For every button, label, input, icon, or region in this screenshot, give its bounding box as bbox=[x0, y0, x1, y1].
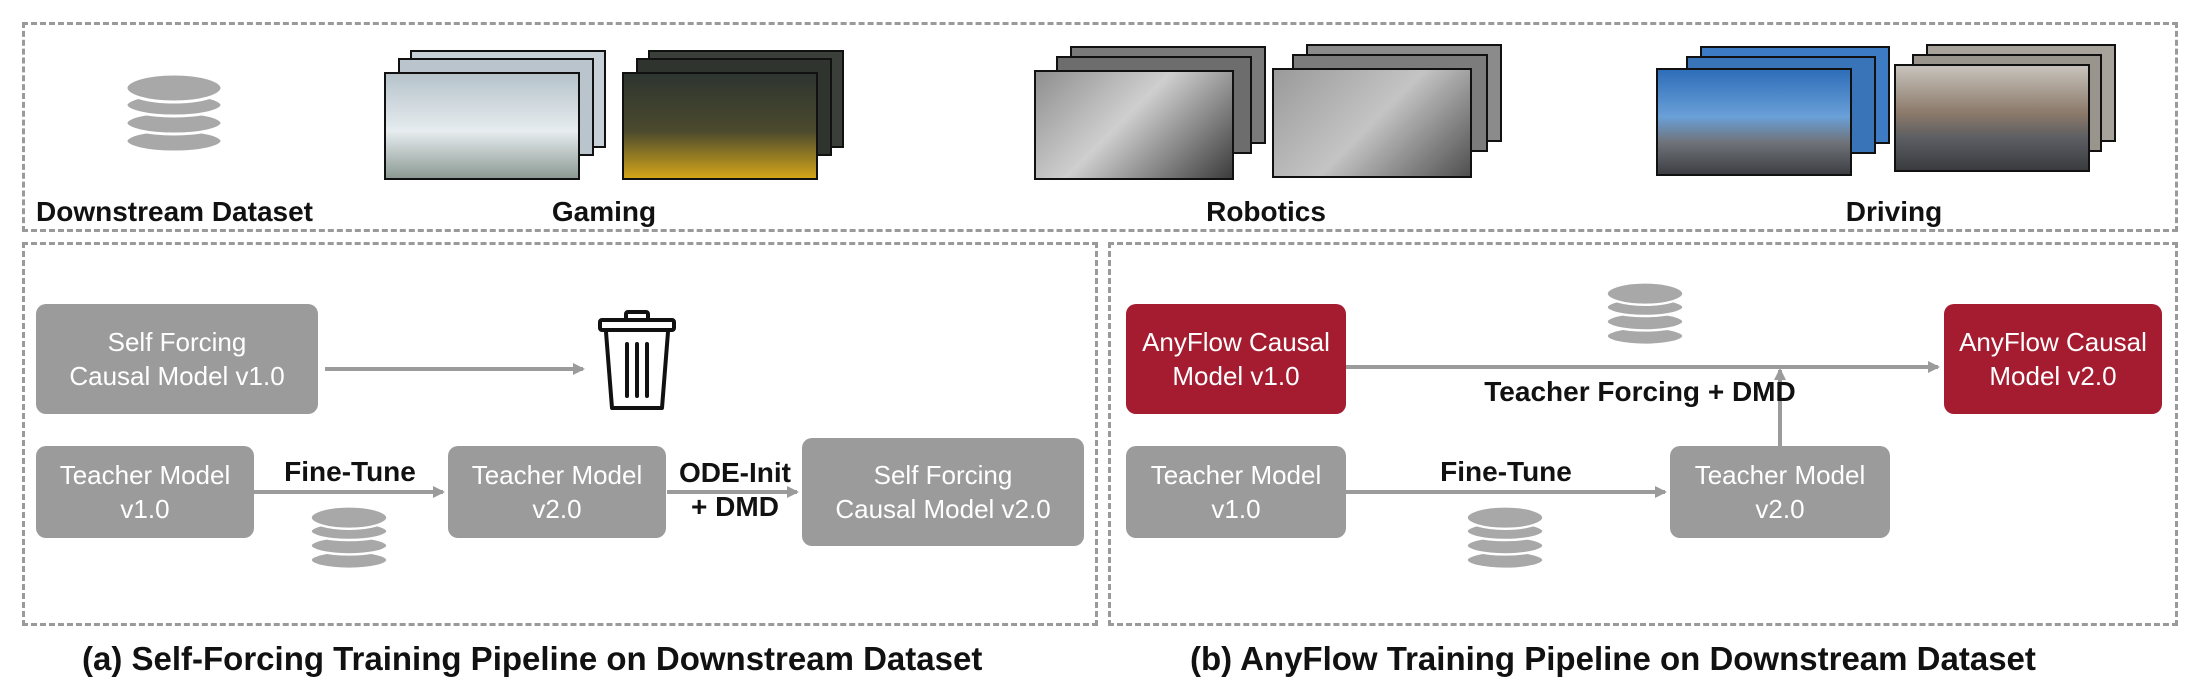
trash-icon bbox=[598, 310, 676, 410]
box-line: Causal Model v2.0 bbox=[835, 494, 1051, 524]
box-line: Self Forcing bbox=[107, 327, 247, 357]
box-line: Teacher Model bbox=[1694, 460, 1866, 490]
teacher-v2-box-b: Teacher Model v2.0 bbox=[1670, 446, 1890, 538]
box-line: Teacher Model bbox=[59, 460, 231, 490]
domain-gaming: Gaming bbox=[551, 196, 657, 227]
box-line: Teacher Model bbox=[1150, 460, 1322, 490]
domain-robotics: Robotics bbox=[1206, 196, 1326, 227]
box-line: Model v2.0 bbox=[1989, 361, 2117, 391]
ode-dmd-label: ODE-Init + DMD bbox=[670, 456, 800, 524]
box-line: v1.0 bbox=[120, 494, 170, 524]
ode-line-1: ODE-Init bbox=[679, 457, 791, 488]
database-icon bbox=[309, 505, 389, 570]
box-line: AnyFlow Causal bbox=[1959, 327, 2147, 357]
ode-line-2: + DMD bbox=[691, 491, 779, 522]
box-line: Self Forcing bbox=[873, 460, 1013, 490]
teacher-v1-box-a: Teacher Model v1.0 bbox=[36, 446, 254, 538]
box-line: v1.0 bbox=[1211, 494, 1261, 524]
box-line: v2.0 bbox=[1755, 494, 1805, 524]
dataset-panel bbox=[22, 22, 2178, 232]
caption-a: (a) Self-Forcing Training Pipeline on Do… bbox=[82, 640, 983, 677]
caption-b: (b) AnyFlow Training Pipeline on Downstr… bbox=[1190, 640, 2036, 677]
dataset-label: Downstream Dataset bbox=[36, 196, 313, 227]
fine-tune-label-b: Fine-Tune bbox=[1440, 456, 1572, 487]
panel-a bbox=[22, 242, 1098, 626]
teacher-v1-box-b: Teacher Model v1.0 bbox=[1126, 446, 1346, 538]
box-line: Model v1.0 bbox=[1172, 361, 1300, 391]
box-line: Teacher Model bbox=[471, 460, 643, 490]
database-icon bbox=[1605, 281, 1685, 346]
teacher-v2-box-a: Teacher Model v2.0 bbox=[448, 446, 666, 538]
box-line: v2.0 bbox=[532, 494, 582, 524]
panel-b bbox=[1108, 242, 2178, 626]
domain-driving: Driving bbox=[1845, 196, 1943, 227]
box-line: AnyFlow Causal bbox=[1142, 327, 1330, 357]
fine-tune-label-a: Fine-Tune bbox=[284, 456, 416, 487]
box-line: Causal Model v1.0 bbox=[69, 361, 285, 391]
teacher-forcing-dmd-label: Teacher Forcing + DMD bbox=[1484, 376, 1796, 407]
database-icon bbox=[1465, 505, 1545, 570]
database-icon bbox=[124, 72, 224, 154]
